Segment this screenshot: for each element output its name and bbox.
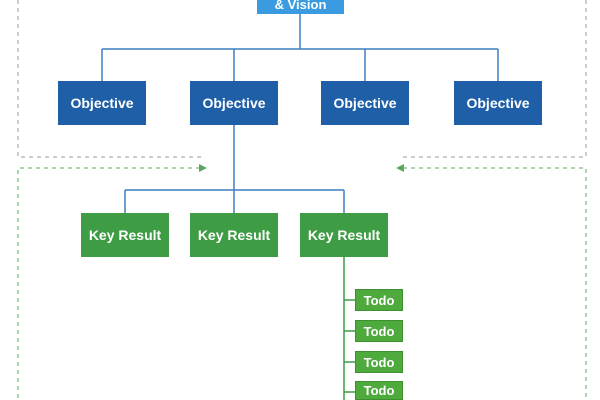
key-result-node: Key Result <box>300 213 388 257</box>
key-results-frame <box>17 167 587 400</box>
objective-label: Objective <box>70 95 134 111</box>
objective-node: Objective <box>58 81 146 125</box>
todo-label: Todo <box>363 354 395 370</box>
objective-label: Objective <box>333 95 397 111</box>
todo-label: Todo <box>363 323 395 339</box>
vision-node: & Vision <box>257 0 344 14</box>
todo-label: Todo <box>363 292 395 308</box>
objective-label: Objective <box>202 95 266 111</box>
key-result-connectors <box>124 125 345 213</box>
arrow-right-icon <box>199 164 207 172</box>
objective-node: Objective <box>190 81 278 125</box>
todo-connectors <box>343 257 355 400</box>
key-result-node: Key Result <box>81 213 169 257</box>
todo-node: Todo <box>355 381 403 400</box>
arrow-left-icon <box>396 164 404 172</box>
key-result-node: Key Result <box>190 213 278 257</box>
todo-node: Todo <box>355 351 403 373</box>
objective-node: Objective <box>321 81 409 125</box>
key-result-label: Key Result <box>307 227 381 243</box>
key-result-label: Key Result <box>88 227 162 243</box>
objectives-frame <box>17 0 587 158</box>
objective-connectors <box>101 14 499 81</box>
vision-label: & Vision <box>274 0 327 12</box>
objective-label: Objective <box>466 95 530 111</box>
todo-node: Todo <box>355 320 403 342</box>
todo-node: Todo <box>355 289 403 311</box>
objective-node: Objective <box>454 81 542 125</box>
todo-label: Todo <box>363 383 395 398</box>
key-result-label: Key Result <box>197 227 271 243</box>
